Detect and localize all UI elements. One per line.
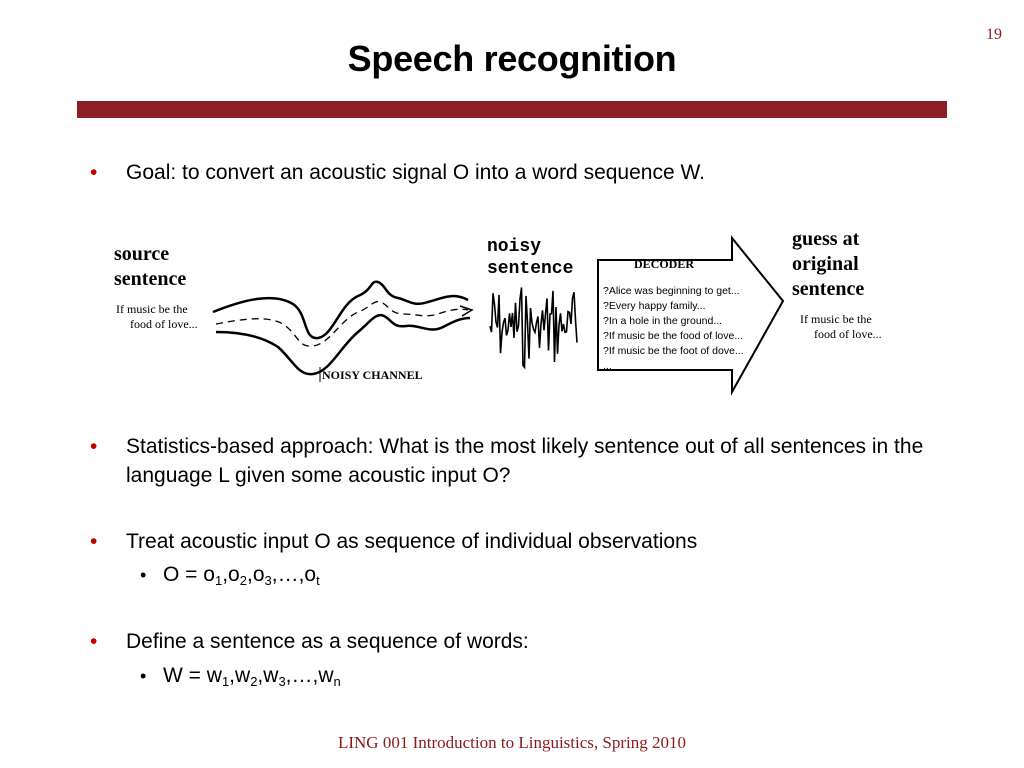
sub-bullet-icon: • bbox=[140, 666, 147, 686]
decoder-label: DECODER bbox=[634, 257, 695, 271]
channel-lower-line bbox=[215, 313, 471, 376]
bullet-icon: • bbox=[90, 630, 98, 653]
decoder-guess: ?Every happy family... bbox=[603, 300, 706, 312]
channel-arrowhead bbox=[459, 305, 474, 317]
source-label: source sentence bbox=[114, 243, 187, 290]
decoder-guess: ... bbox=[603, 360, 612, 372]
bullet-icon: • bbox=[90, 161, 98, 184]
bullet-icon: • bbox=[90, 435, 98, 458]
bullet-treat: Treat acoustic input O as sequence of in… bbox=[126, 530, 698, 553]
noisy-sentence-label: noisy sentence bbox=[487, 237, 574, 279]
sub-bullet-icon: • bbox=[140, 565, 147, 585]
word-sequence: W = w1,w2,w3,…,wn bbox=[163, 664, 341, 689]
guess-text: If music be the food of love... bbox=[800, 312, 882, 341]
diagram-graphics bbox=[212, 235, 785, 396]
bullet-statistics: Statistics-based approach: What is the m… bbox=[126, 435, 924, 487]
page-number: 19 bbox=[986, 26, 1002, 43]
noisy-waveform bbox=[489, 287, 578, 370]
channel-upper-line bbox=[212, 280, 469, 340]
noisy-channel-label: NOISY CHANNEL bbox=[322, 368, 423, 382]
channel-center-line bbox=[215, 301, 469, 347]
decoder-guess-list: ?Alice was beginning to get... ?Every ha… bbox=[603, 284, 744, 374]
decoder-guess: ?Alice was beginning to get... bbox=[603, 285, 740, 297]
decoder-arrow bbox=[597, 235, 785, 396]
observation-sequence: O = o1,o2,o3,…,ot bbox=[163, 563, 320, 588]
decoder-guess: ?In a hole in the ground... bbox=[603, 315, 723, 327]
source-text: If music be the food of love... bbox=[116, 302, 198, 331]
bullet-goal: Goal: to convert an acoustic signal O in… bbox=[126, 161, 705, 184]
slide-title: Speech recognition bbox=[347, 38, 677, 79]
noisy-channel-diagram: source sentence If music be the food of … bbox=[108, 222, 908, 402]
decoder-guess: ?If music be the foot of dove... bbox=[603, 345, 744, 357]
guess-label: guess at original sentence bbox=[792, 228, 865, 300]
title-divider-bar bbox=[77, 101, 947, 118]
footer-course-info: LING 001 Introduction to Linguistics, Sp… bbox=[337, 733, 686, 752]
decoder-guess: ?If music be the food of love... bbox=[603, 330, 744, 342]
bullet-define: Define a sentence as a sequence of words… bbox=[126, 630, 529, 653]
bullet-icon: • bbox=[90, 530, 98, 553]
